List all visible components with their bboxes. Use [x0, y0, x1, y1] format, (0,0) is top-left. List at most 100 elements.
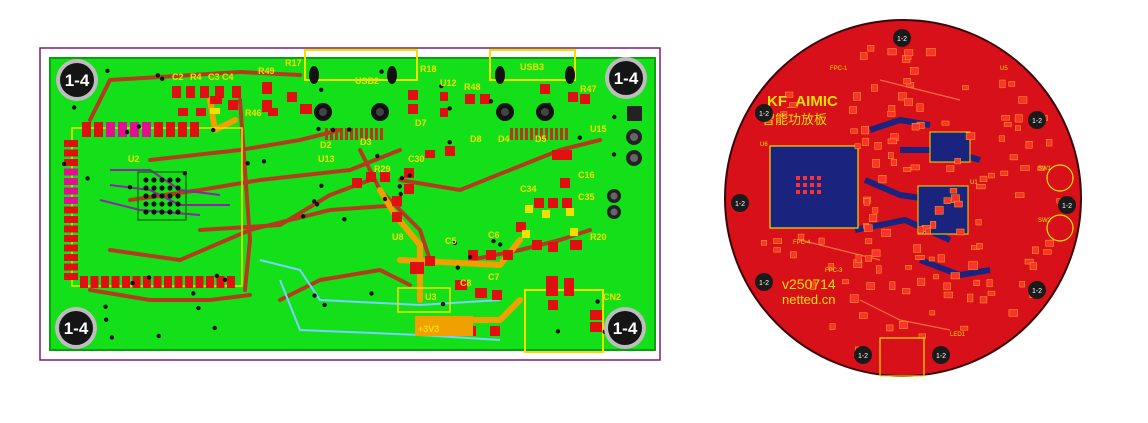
round-smd-pad [903, 78, 911, 85]
thermal-via [175, 209, 181, 215]
smd-pad [200, 86, 209, 98]
smd-pad [232, 86, 241, 98]
round-mount-label: 1-2 [759, 280, 769, 287]
round-silk-label: FPC-1 [830, 66, 848, 72]
smd-pad [465, 94, 475, 104]
thermal-via [167, 209, 173, 215]
round-smd-pad [926, 48, 936, 57]
smd-pad [468, 250, 478, 260]
round-smd-pad [867, 45, 875, 52]
round-usb-outline [879, 337, 925, 377]
via [214, 273, 219, 278]
silk-label: C35 [578, 192, 595, 202]
round-smd-pad [1019, 281, 1025, 288]
sw2-switch [1046, 214, 1074, 242]
via [452, 240, 458, 246]
via [312, 199, 317, 204]
smd-pad [300, 104, 312, 114]
smd-pad [570, 228, 578, 236]
round-smd-pad [849, 106, 857, 114]
round-smd-pad [887, 48, 897, 56]
round-smd-pad [928, 256, 935, 262]
via [347, 127, 352, 132]
smd-pad [392, 196, 402, 206]
via [316, 126, 321, 132]
via [555, 329, 561, 334]
round-smd-pad [790, 251, 797, 259]
round-smd-pad [911, 122, 920, 131]
round-smd-pad [943, 291, 953, 299]
round-smd-pad [1029, 262, 1038, 270]
smd-pad [480, 94, 490, 104]
round-board-site: netted.cn [782, 292, 836, 307]
round-smd-pad [1008, 81, 1016, 87]
via [382, 196, 388, 202]
smd-pad [410, 262, 424, 274]
round-smd-pad [986, 279, 993, 288]
via [196, 305, 201, 311]
via [124, 129, 130, 135]
thermal-via [175, 185, 181, 191]
silk-label: R4 [190, 72, 202, 82]
mount-label: 1-4 [613, 319, 638, 338]
via [160, 76, 165, 82]
smd-pad [440, 92, 448, 101]
smd-pad [215, 86, 224, 98]
silk-label: C7 [488, 272, 500, 282]
smd-pad [178, 108, 188, 116]
module-pad [64, 168, 78, 176]
round-smd-pad [1015, 192, 1025, 198]
coil-turn [360, 128, 363, 140]
silk-label: R48 [464, 82, 481, 92]
silk-label: D8 [470, 134, 482, 144]
smd-pad [562, 150, 572, 160]
round-smd-pad [853, 92, 861, 101]
bga-ball [817, 176, 821, 180]
round-smd-pad [975, 219, 982, 226]
module-top-pads [82, 122, 199, 137]
thermal-via [167, 177, 173, 183]
round-smd-pad [967, 293, 974, 303]
coil-turn [545, 128, 548, 140]
round-smd-pad [1001, 115, 1010, 121]
round-mount-hole [854, 346, 872, 364]
via [103, 304, 108, 309]
smd-pad [210, 96, 222, 104]
round-smd-pad [866, 282, 875, 290]
silk-label: D5 [535, 134, 547, 144]
round-smd-pad [860, 52, 868, 60]
via [72, 105, 77, 110]
module-pad [132, 276, 141, 288]
round-smd-pad [1015, 125, 1021, 131]
mount-hole [609, 61, 643, 95]
round-smd-pad [1043, 249, 1052, 255]
via [312, 293, 317, 298]
round-smd-pad [780, 111, 788, 118]
round-smd-pad [941, 120, 950, 126]
round-silk-label: LED1 [950, 332, 966, 338]
round-smd-pad [899, 321, 908, 329]
smd-pad [590, 310, 602, 320]
silk-label: +3V3 [418, 324, 439, 334]
u3-regulator [397, 287, 451, 313]
round-mount-label: 1-2 [1062, 203, 1072, 210]
round-smd-pad [929, 310, 936, 316]
silk-label: C30 [408, 154, 425, 164]
traces [88, 70, 602, 302]
smd-pad [352, 178, 362, 188]
round-smd-pad [1037, 166, 1045, 171]
round-smd-pad [933, 274, 939, 280]
smd-pad [564, 278, 574, 296]
via [61, 161, 67, 167]
smd-pad [580, 94, 590, 104]
thermal-via [175, 201, 181, 207]
smd-pad [516, 222, 526, 232]
round-smd-pad [828, 263, 834, 271]
round-mount-hole [731, 194, 749, 212]
coil-turn [540, 128, 543, 140]
bga-ball [810, 176, 814, 180]
thermal-via [151, 201, 157, 207]
coil-turn [325, 128, 328, 140]
smd-pad [186, 86, 195, 98]
